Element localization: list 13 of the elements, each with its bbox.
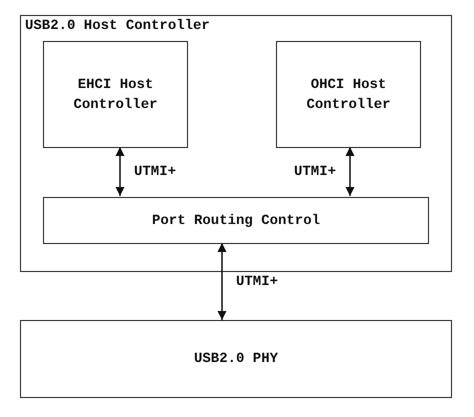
block-label: Port Routing Control [150,212,322,230]
block-label: OHCI Host Controller [305,76,392,114]
double-arrow [116,147,124,196]
container-title: USB2.0 Host Controller [25,17,210,36]
block-box [20,320,452,398]
block-label: EHCI Host Controller [72,76,158,114]
block-box [43,197,429,244]
container-box [20,15,452,272]
double-arrow [218,243,226,320]
block-box [276,41,421,148]
block-label: USB2.0 PHY [192,350,279,369]
double-arrow [346,147,354,196]
block-box [43,41,188,148]
